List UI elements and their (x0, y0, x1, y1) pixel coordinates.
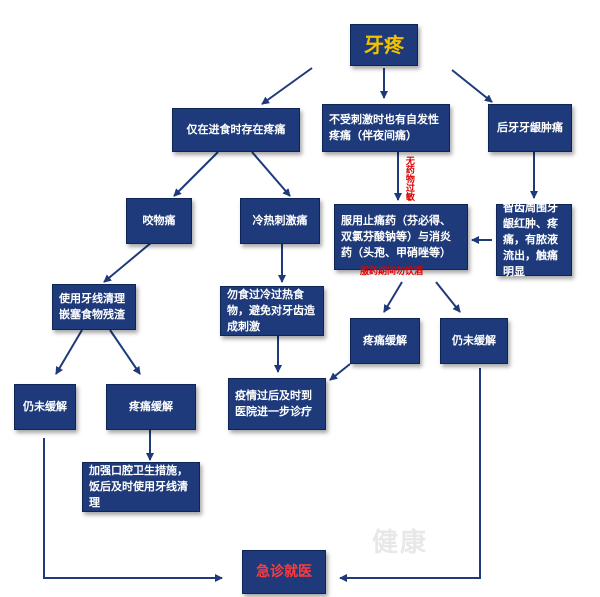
arrow-title-to-gum (451, 69, 493, 103)
arrow-relieved-to-after (329, 363, 351, 381)
node-not-relieved-right: 仍未缓解 (440, 318, 508, 364)
node-eating-pain: 仅在进食时存在疼痛 (172, 108, 300, 152)
node-toothache: 牙疼 (350, 24, 418, 66)
node-not-relieved-left: 仍未缓解 (14, 384, 76, 430)
node-relieved-left: 疼痛缓解 (106, 384, 196, 430)
arrow-floss-to-notrelieved (55, 329, 83, 375)
arrow-notrelieved-right-to-emergency (339, 368, 481, 582)
arrow-eating-to-bite (173, 151, 219, 197)
node-hot-cold-pain: 冷热刺激痛 (240, 198, 320, 244)
node-relieved-middle: 疼痛缓解 (350, 318, 420, 364)
note-no-allergy: 无药物过敏 (403, 156, 414, 201)
node-avoid-hot-cold: 勿食过冷过热食物，避免对牙齿造成刺激 (220, 286, 324, 336)
arrow-painkiller-to-relieved (383, 281, 403, 313)
node-floss-clean: 使用牙线清理嵌塞食物残渣 (52, 284, 136, 330)
node-gum-swelling: 后牙牙龈肿痛 (488, 104, 572, 152)
node-bite-pain: 咬物痛 (126, 198, 192, 244)
watermark-text: 健康 (372, 528, 429, 558)
arrow-floss-to-relieved (109, 329, 141, 375)
arrow-eating-to-hotcold (251, 151, 291, 197)
node-wisdom-tooth: 智齿周围牙龈红肿、疼痛，有脓液流出，触痛明显 (496, 201, 572, 278)
node-after-epidemic: 疫情过后及时到医院进一步诊疗 (228, 378, 326, 430)
arrow-painkiller-to-notrelieved (435, 281, 461, 313)
arrow-bite-to-floss (103, 241, 153, 283)
node-spontaneous-pain: 不受刺激时也有自发性疼痛（伴夜间痛） (322, 104, 450, 152)
node-emergency: 急诊就医 (242, 550, 326, 594)
arrow-notrelieved-left-to-emergency (43, 438, 223, 582)
node-oral-hygiene: 加强口腔卫生措施，饭后及时使用牙线清理 (82, 462, 200, 512)
arrow-title-to-eating (261, 67, 313, 105)
note-no-alcohol: 服药期间勿饮酒 (360, 267, 424, 277)
node-painkiller: 服用止痛药（芬必得、双氯芬酸钠等）与消炎药（头孢、甲硝唑等） (334, 204, 468, 270)
